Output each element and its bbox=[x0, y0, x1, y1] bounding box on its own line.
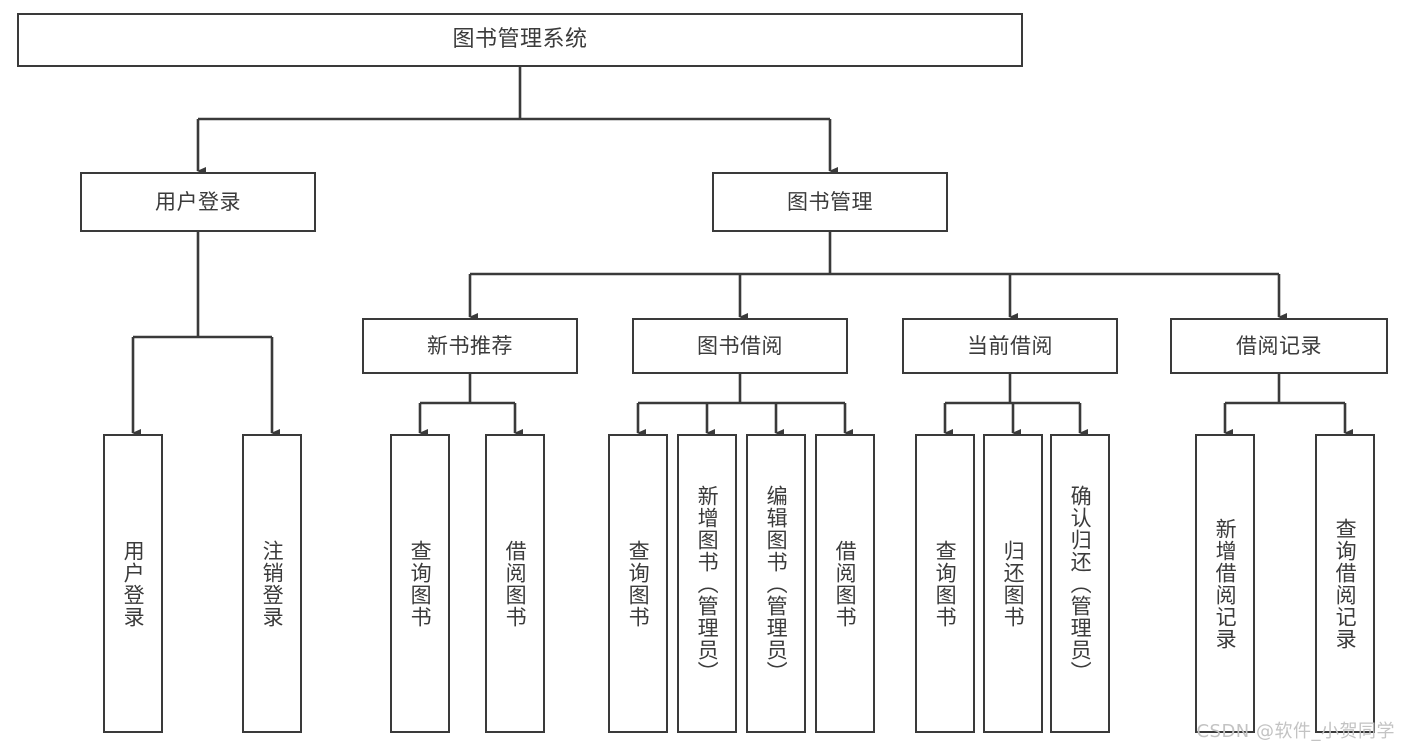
node-label: 查询图书 bbox=[933, 539, 958, 628]
node-leaf-query-book-1[interactable]: 查询图书 bbox=[390, 434, 450, 733]
node-label: 归还图书 bbox=[1001, 539, 1026, 628]
node-leaf-borrow-book-2[interactable]: 借阅图书 bbox=[815, 434, 875, 733]
node-label: 查询图书 bbox=[408, 539, 433, 628]
node-root[interactable]: 图书管理系统 bbox=[17, 13, 1023, 67]
node-user-login[interactable]: 用户登录 bbox=[80, 172, 316, 232]
node-label: 编辑图书（管理员） bbox=[764, 484, 789, 683]
node-label: 图书管理 bbox=[787, 189, 873, 214]
node-leaf-query-book-2[interactable]: 查询图书 bbox=[608, 434, 668, 733]
node-label: 用户登录 bbox=[155, 189, 241, 214]
node-label: 注销登录 bbox=[260, 539, 285, 628]
node-leaf-confirm-return[interactable]: 确认归还（管理员） bbox=[1050, 434, 1110, 733]
node-label: 当前借阅 bbox=[967, 333, 1053, 358]
node-leaf-query-book-3[interactable]: 查询图书 bbox=[915, 434, 975, 733]
node-book-borrow[interactable]: 图书借阅 bbox=[632, 318, 848, 374]
node-label: 新增借阅记录 bbox=[1213, 517, 1238, 650]
node-book-manage[interactable]: 图书管理 bbox=[712, 172, 948, 232]
csdn-watermark: CSDN @软件_小贺同学 bbox=[1196, 721, 1395, 742]
node-leaf-logout[interactable]: 注销登录 bbox=[242, 434, 302, 733]
node-leaf-return-book[interactable]: 归还图书 bbox=[983, 434, 1043, 733]
node-label: 新书推荐 bbox=[427, 333, 513, 358]
node-label: 借阅图书 bbox=[833, 539, 858, 628]
node-label: 图书管理系统 bbox=[452, 27, 588, 53]
node-leaf-add-record[interactable]: 新增借阅记录 bbox=[1195, 434, 1255, 733]
node-label: 确认归还（管理员） bbox=[1068, 484, 1093, 683]
node-label: 用户登录 bbox=[121, 539, 146, 628]
node-label: 查询图书 bbox=[626, 539, 651, 628]
node-borrow-record[interactable]: 借阅记录 bbox=[1170, 318, 1388, 374]
node-new-book-recommend[interactable]: 新书推荐 bbox=[362, 318, 578, 374]
node-leaf-user-login[interactable]: 用户登录 bbox=[103, 434, 163, 733]
node-leaf-query-record[interactable]: 查询借阅记录 bbox=[1315, 434, 1375, 733]
node-leaf-borrow-book-1[interactable]: 借阅图书 bbox=[485, 434, 545, 733]
node-label: 查询借阅记录 bbox=[1333, 517, 1358, 650]
node-label: 借阅图书 bbox=[503, 539, 528, 628]
node-label: 借阅记录 bbox=[1236, 333, 1322, 358]
node-label: 图书借阅 bbox=[697, 333, 783, 358]
node-label: 新增图书（管理员） bbox=[695, 484, 720, 683]
node-leaf-edit-book[interactable]: 编辑图书（管理员） bbox=[746, 434, 806, 733]
node-leaf-add-book[interactable]: 新增图书（管理员） bbox=[677, 434, 737, 733]
node-current-borrow[interactable]: 当前借阅 bbox=[902, 318, 1118, 374]
